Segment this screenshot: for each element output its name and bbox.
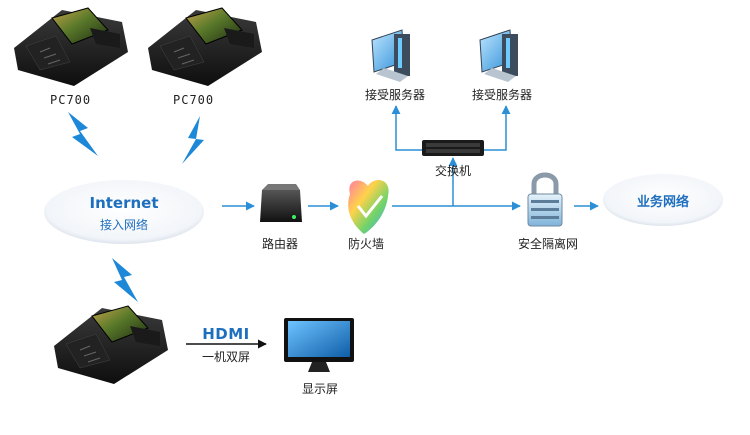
server-left-icon bbox=[371, 29, 410, 82]
wireless-lightning-bottom-icon bbox=[112, 258, 138, 302]
switch-icon bbox=[422, 140, 484, 156]
monitor-icon bbox=[284, 318, 354, 372]
wireless-lightning-left-icon bbox=[68, 112, 98, 156]
server-right-label: 接受服务器 bbox=[471, 88, 532, 102]
link-switch-right-server bbox=[484, 105, 511, 151]
pos-terminal-right-icon bbox=[148, 7, 262, 86]
firewall-icon bbox=[348, 180, 389, 234]
internet-cloud-shape bbox=[44, 180, 204, 244]
router-icon bbox=[260, 184, 302, 222]
server-left-label: 接受服务器 bbox=[364, 88, 425, 102]
firewall-label: 防火墙 bbox=[347, 237, 384, 251]
wireless-lightning-right-icon bbox=[182, 116, 204, 164]
link-switch-left-server bbox=[391, 105, 422, 151]
security-isolation-lock-icon bbox=[527, 172, 563, 227]
isolation-label: 安全隔离网 bbox=[517, 237, 578, 251]
internet-subtitle: 接入网络 bbox=[99, 218, 148, 232]
hdmi-subtitle: 一机双屏 bbox=[201, 350, 250, 364]
hdmi-title: HDMI bbox=[202, 325, 250, 343]
pos-terminal-bottom-icon bbox=[54, 305, 168, 384]
pos-terminal-left-icon bbox=[14, 7, 128, 86]
server-right-icon bbox=[479, 29, 518, 82]
business-network-shape bbox=[603, 174, 723, 226]
pos-right-label: PC700 bbox=[173, 93, 215, 107]
internet-title: Internet bbox=[89, 194, 159, 212]
monitor-label: 显示屏 bbox=[301, 382, 338, 396]
router-label: 路由器 bbox=[261, 237, 298, 251]
business-network-label: 业务网络 bbox=[636, 195, 689, 210]
switch-label: 交换机 bbox=[434, 164, 471, 178]
pos-left-label: PC700 bbox=[50, 93, 92, 107]
